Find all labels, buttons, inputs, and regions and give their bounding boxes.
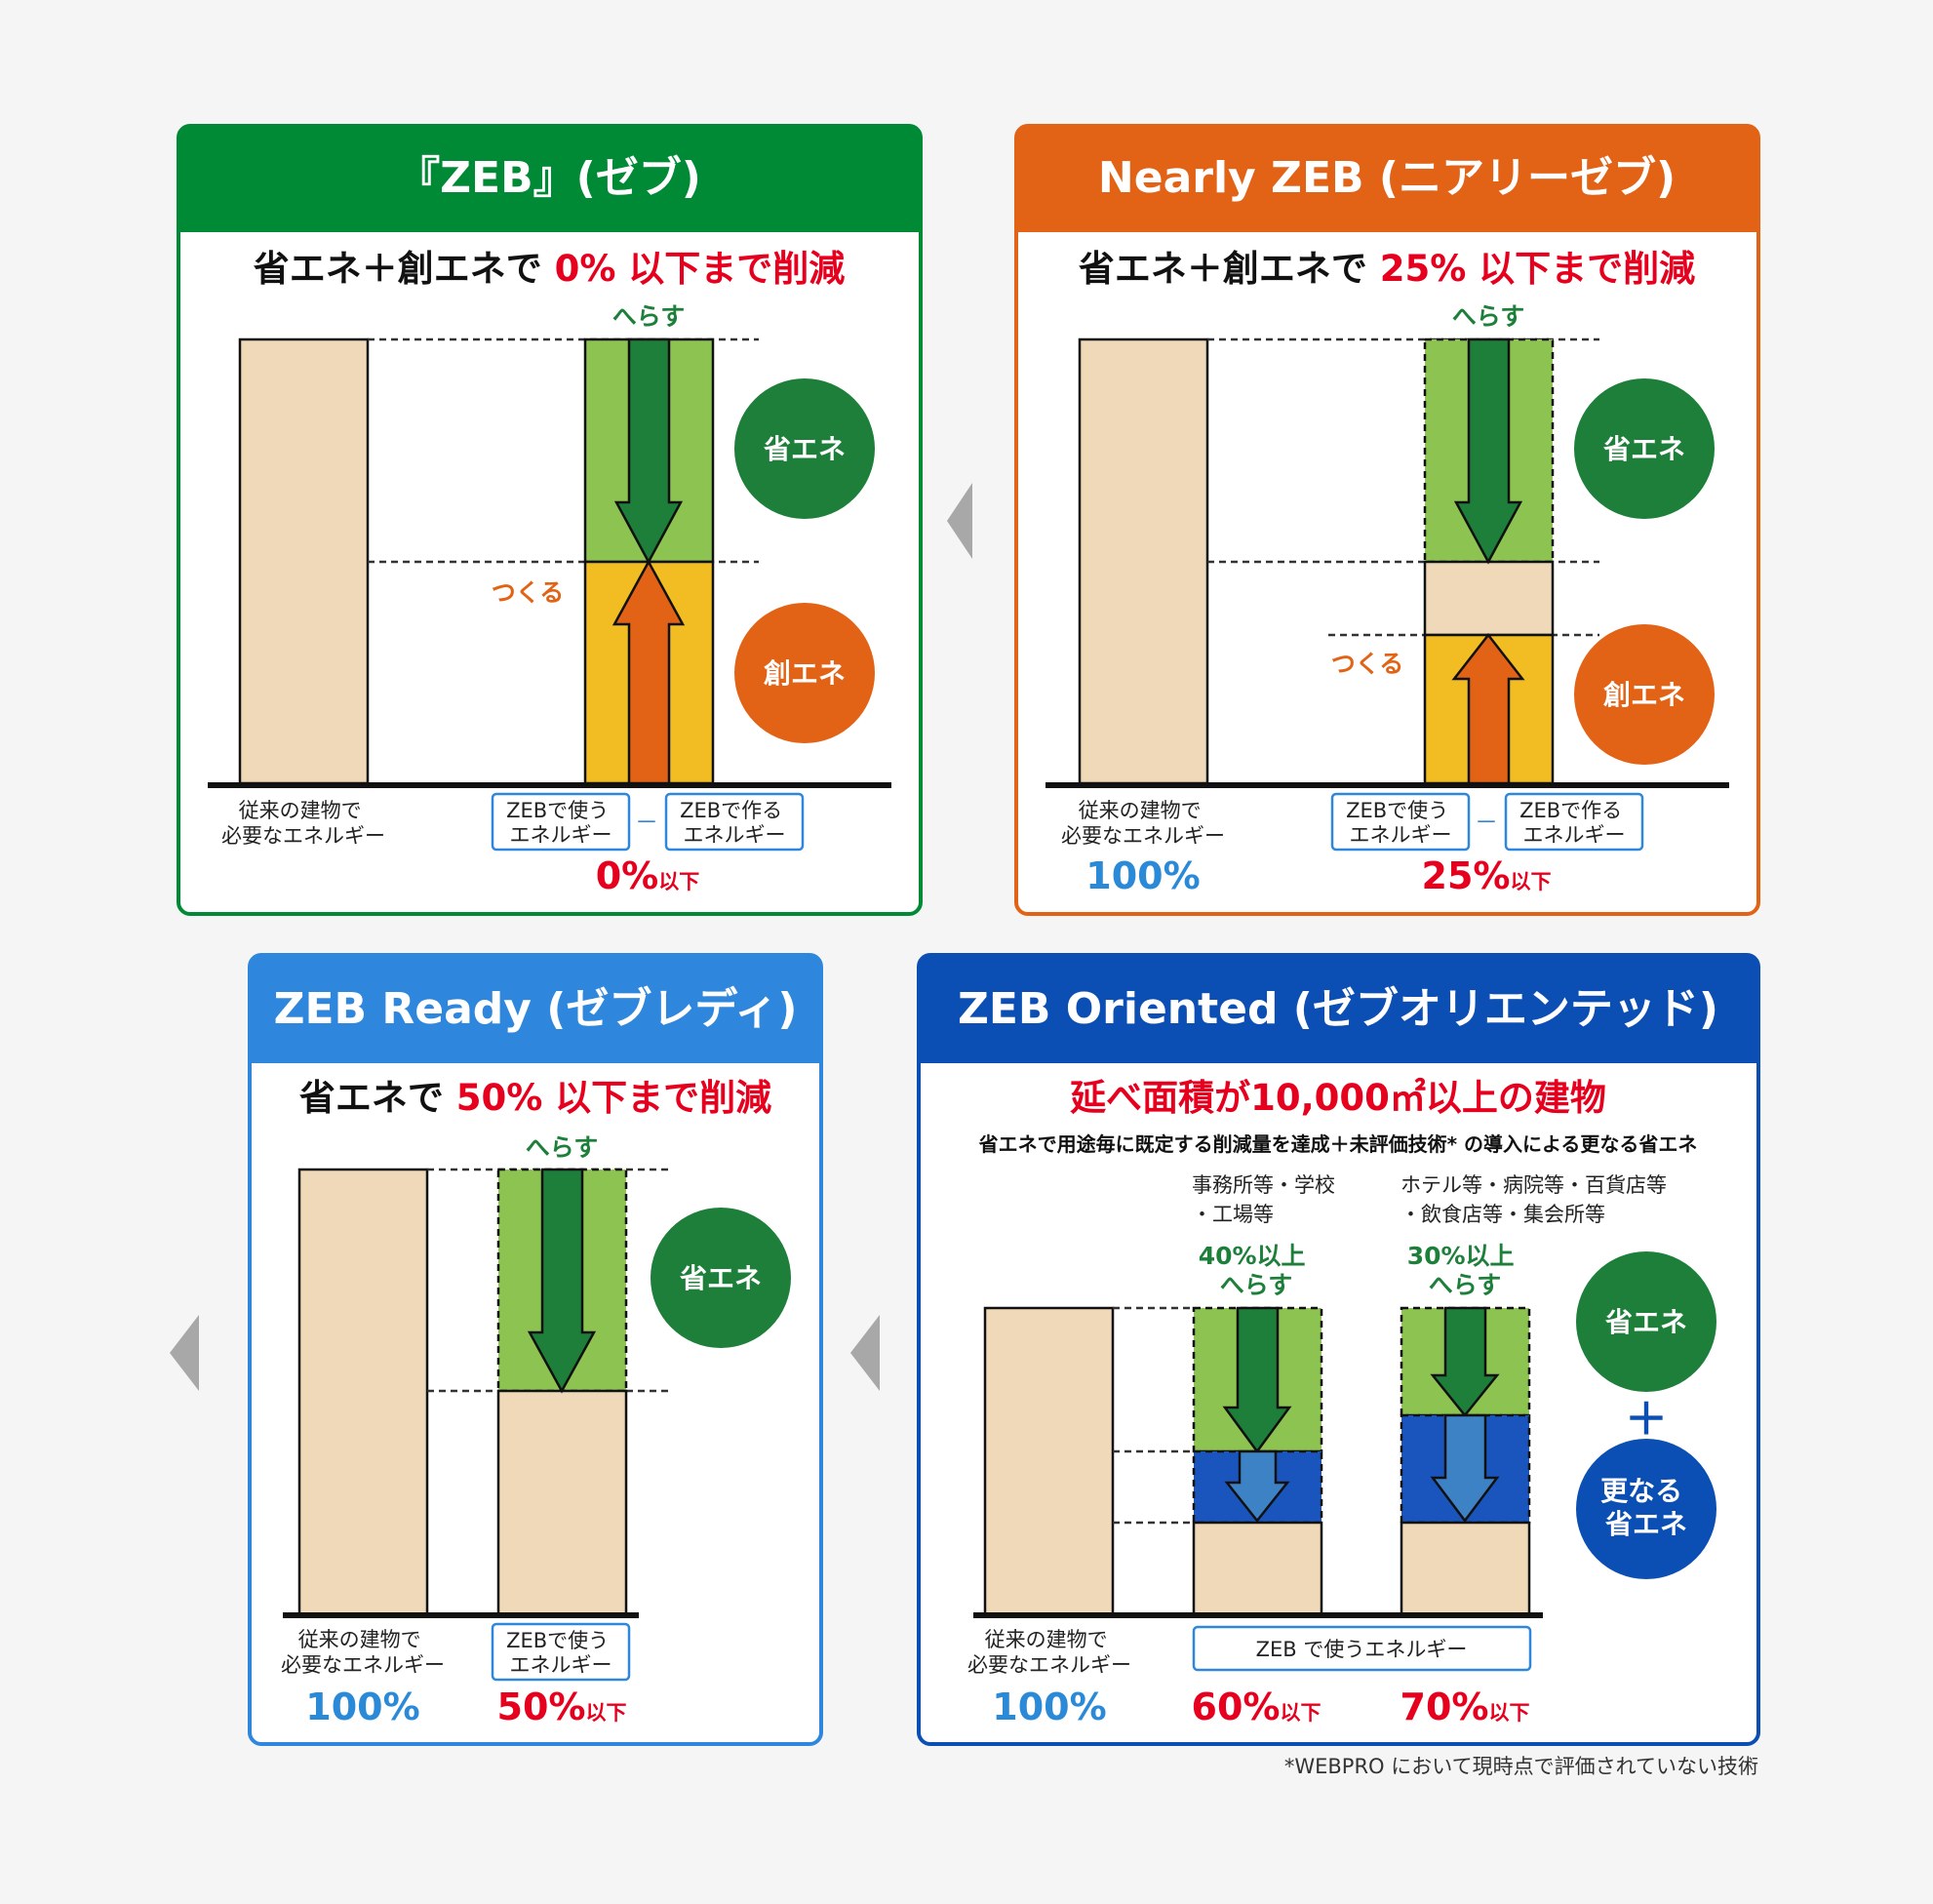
down-arrow-icon [1453,337,1523,565]
use-energy-label: ZEBで使う エネルギー [1346,799,1455,847]
plus-icon: ＋ [1625,1395,1668,1445]
remaining-segment [1423,560,1555,637]
make-energy-label: ZEBで作る エネルギー [1519,799,1629,847]
result-value-a: 60%以下 [1192,1686,1322,1728]
down-arrow-icon [613,337,684,565]
panel-nearly-zeb: Nearly ZEB (ニアリーゼブ) 省エネ＋創エネで 25% 以下まで削減 … [1014,124,1760,916]
up-arrow-icon [611,559,686,785]
headline: 省エネ＋創エネで 0% 以下まで削減 [254,248,846,290]
panel-header [1016,126,1758,232]
up-arrow-icon [1451,632,1525,785]
down-arrow-icon [1430,1306,1500,1417]
baseline-bar [983,1306,1115,1616]
category-b: ホテル等・病院等・百貨店等 ・飲食店等・集会所等 [1400,1173,1674,1226]
use-energy-box [491,1622,631,1682]
baseline-bar [297,1168,429,1616]
baseline-value: 100% [992,1686,1106,1728]
panel-title: 『ZEB』(ゼブ) [397,153,701,203]
panel-zeb-ready: ZEB Ready (ゼブレディ) 省エネで 50% 以下まで削減 へらす 省エ… [248,953,823,1746]
down-arrow-icon [1430,1413,1500,1524]
result-value: 50%以下 [497,1686,627,1728]
reduce-label: へらす [612,302,686,331]
panel-header [178,126,921,232]
save-energy-badge-label: 省エネ [1603,433,1685,465]
save-energy-badge [734,378,875,519]
create-energy-badge [734,603,875,743]
down-arrow-icon [1224,1449,1290,1524]
minus-sign: － [635,809,658,836]
headline: 省エネ＋創エネで 25% 以下まで削減 [1079,248,1695,290]
left-arrow-icon [947,483,972,559]
save-energy-badge [651,1208,791,1348]
use-energy-label: ZEBで使う エネルギー [506,1629,615,1677]
subline: 省エネで用途毎に既定する削減量を達成＋未評価技術* の導入による更なる省エネ [978,1132,1698,1156]
panel-title: ZEB Oriented (ゼブオリエンテッド) [958,984,1718,1034]
reduce-label: へらす [526,1133,599,1162]
baseline-label: 従来の建物で 必要なエネルギー [967,1628,1131,1677]
headline: 延べ面積が10,000㎡以上の建物 [1070,1077,1606,1119]
use-energy-box [1330,792,1471,852]
down-arrow-icon [1222,1306,1292,1454]
use-energy-box [1192,1625,1532,1672]
further-savings-badge [1576,1439,1716,1579]
make-energy-label: ZEBで作る エネルギー [680,799,789,847]
left-arrow-icon [850,1315,880,1391]
baseline-value: 100% [305,1686,419,1728]
remaining-segment-a [1192,1521,1323,1616]
panel-title: ZEB Ready (ゼブレディ) [274,984,798,1034]
result-value: 25%以下 [1422,854,1552,897]
remaining-segment [496,1389,628,1616]
make-energy-box [664,792,805,852]
further-savings-badge-label: 更なる 省エネ [1600,1475,1692,1540]
create-label: つくる [492,578,565,607]
create-label: つくる [1331,650,1404,678]
reduce-label-a: 40%以上 へらす [1199,1242,1315,1299]
baseline-label: 従来の建物で 必要なエネルギー [221,799,385,848]
left-arrow-icon [170,1315,199,1391]
use-energy-label: ZEBで使う エネルギー [506,799,615,847]
save-energy-badge-label: 省エネ [764,433,846,465]
headline: 省エネで 50% 以下まで削減 [299,1077,771,1119]
make-energy-box [1504,792,1644,852]
save-energy-badge [1574,378,1715,519]
baseline-bar [1078,337,1209,785]
create-energy-badge [1574,624,1715,765]
panel-zeb: 『ZEB』(ゼブ) 省エネ＋創エネで 0% 以下まで削減 へらす つくる 省エネ… [177,124,923,916]
save-energy-badge-label: 省エネ [680,1262,762,1294]
footnote: *WEBPRO において現時点で評価されていない技術 [1284,1755,1758,1778]
save-energy-badge [1576,1251,1716,1392]
result-value-b: 70%以下 [1400,1686,1530,1728]
down-arrow-icon [527,1168,597,1394]
result-value: 0%以下 [596,854,700,897]
baseline-label: 従来の建物で 必要なエネルギー [1061,799,1225,848]
panel-zeb-oriented: ZEB Oriented (ゼブオリエンテッド) 延べ面積が10,000㎡以上の… [917,953,1760,1746]
minus-sign: － [1475,809,1498,836]
panel-title: Nearly ZEB (ニアリーゼブ) [1098,153,1676,203]
create-energy-badge-label: 創エネ [764,657,846,690]
remaining-segment-b [1400,1521,1531,1616]
baseline-value: 100% [1085,854,1200,897]
create-energy-badge-label: 創エネ [1603,679,1685,711]
reduce-label-b: 30%以上 へらす [1407,1242,1523,1299]
reduce-label: へらす [1452,302,1525,331]
baseline-label: 従来の建物で 必要なエネルギー [281,1628,445,1677]
use-energy-label: ZEB で使うエネルギー [1256,1638,1468,1661]
baseline-bar [238,337,370,785]
use-energy-box [491,792,631,852]
category-a: 事務所等・学校 ・工場等 [1192,1173,1342,1226]
panel-header [919,955,1758,1063]
panel-header [250,955,821,1063]
save-energy-badge-label: 省エネ [1605,1306,1687,1338]
